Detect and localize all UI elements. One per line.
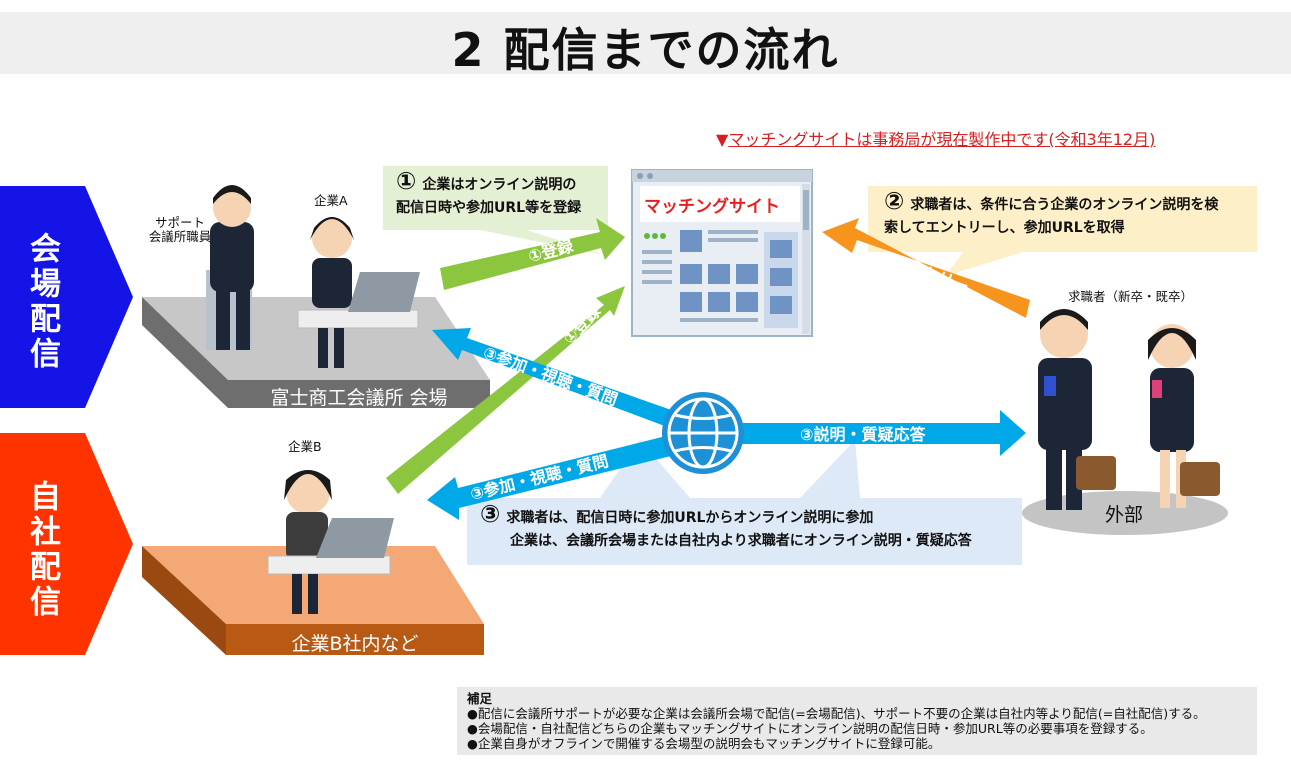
inhouse-chevron	[0, 433, 133, 655]
jobseeker-female-figure	[1148, 324, 1220, 508]
company-a-label: 企業A	[314, 193, 348, 208]
register-arrow-b	[386, 286, 625, 494]
inhouse-tag: 自社配信	[24, 480, 60, 620]
jobseeker-male-figure	[1038, 309, 1116, 510]
callout-step2: ② 求職者は、条件に合う企業のオンライン説明を検 索してエントリーし、参加URLを…	[884, 187, 1254, 240]
callout-step3: ③ 求職者は、配信日時に参加URLからオンライン説明に参加 企業は、会議所会場また…	[480, 500, 1020, 553]
inhouse-platform-side	[142, 546, 226, 655]
arrow-label-register-b: ①登録	[559, 301, 605, 348]
join-arrow-b	[427, 435, 675, 520]
notes-item: ●配信に会議所サポートが必要な企業は会議所会場で配信(=会場配信)、サポート不要…	[467, 706, 1206, 721]
join-arrow-a	[432, 328, 677, 428]
jobseekers-label: 求職者（新卒・既卒）	[1068, 289, 1194, 304]
step2-line2: 索してエントリーし、参加URLを取得	[884, 220, 1125, 236]
support-staff-figure	[206, 185, 254, 350]
notes-item: ●会場配信・自社配信どちらの企業もマッチングサイトにオンライン説明の配信日時・参…	[467, 721, 1153, 736]
arrow-label-join-b: ③参加・視聴・質問	[468, 451, 610, 504]
notice-text: マッチングサイトは事務局が現在製作中です(令和3年12月)	[728, 130, 1156, 149]
inhouse-platform-front	[226, 624, 484, 655]
globe-icon	[662, 392, 744, 474]
company-a-figure	[297, 217, 420, 368]
title-bar	[0, 12, 1291, 74]
step1-line2: 配信日時や参加URL等を登録	[396, 200, 582, 216]
company-b-figure	[267, 470, 394, 614]
company-b-label: 企業B	[288, 439, 322, 454]
venue-platform-front	[228, 380, 490, 408]
callout-3-tail	[600, 440, 690, 498]
inhouse-name: 企業B社内など	[291, 633, 419, 655]
callout-step1: ① 企業はオンライン説明の 配信日時や参加URL等を登録	[396, 167, 606, 220]
callout-2-tail	[945, 250, 1030, 276]
site-title: マッチングサイト	[644, 196, 780, 217]
step3-number: ③	[480, 500, 501, 528]
notice: ▼マッチングサイトは事務局が現在製作中です(令和3年12月)	[716, 126, 1155, 150]
register-arrow-a	[440, 218, 625, 290]
notes-box: 補足 ●配信に会議所サポートが必要な企業は会議所会場で配信(=会場配信)、サポー…	[457, 687, 1257, 755]
entry-arrow	[822, 218, 1030, 318]
step1-line1: 企業はオンライン説明の	[422, 177, 577, 193]
outside-label: 外部	[1105, 504, 1144, 526]
callout-2-bg	[868, 186, 1257, 252]
callout-1-bg	[383, 166, 608, 230]
venue-platform-side	[142, 297, 228, 408]
venue-tag: 会場配信	[24, 232, 60, 372]
arrow-label-explain: ③説明・質疑応答	[800, 425, 927, 444]
page-title: 2 配信までの流れ	[451, 23, 840, 77]
callout-3-tail2	[800, 440, 860, 498]
notice-marker: ▼	[716, 130, 729, 149]
support-staff-label: サポート 会議所職員	[148, 215, 212, 244]
notes-heading: 補足	[467, 691, 493, 706]
matching-site-window	[631, 169, 813, 337]
callout-3-bg	[467, 498, 1022, 565]
step2-line1: 求職者は、条件に合う企業のオンライン説明を検	[910, 197, 1219, 213]
step3-line1: 求職者は、配信日時に参加URLからオンライン説明に参加	[506, 510, 874, 526]
explain-arrow	[740, 410, 1026, 456]
venue-name: 富士商工会議所 会場	[270, 387, 448, 409]
step2-number: ②	[884, 187, 905, 215]
step3-line2: 企業は、会議所会場または自社内より求職者にオンライン説明・質疑応答	[510, 533, 972, 549]
step1-number: ①	[396, 167, 417, 195]
notes-item: ●企業自身がオフラインで開催する会場型の説明会もマッチングサイトに登録可能。	[467, 736, 941, 751]
venue-chevron	[0, 186, 133, 408]
